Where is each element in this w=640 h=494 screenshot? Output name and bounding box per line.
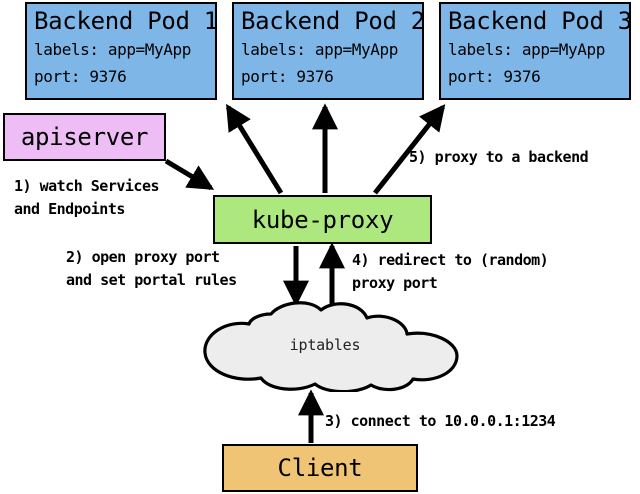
backend-pod-2-port: port: 9376 — [241, 67, 334, 86]
client-label: Client — [277, 454, 363, 482]
backend-pod-2-box: Backend Pod 2 labels: app=MyApp port: 93… — [232, 2, 425, 100]
annotation-2-open-proxy-port: 2) open proxy port and set portal rules — [66, 248, 237, 289]
backend-pod-3-title: Backend Pod 3 — [448, 7, 632, 35]
annotation-4-redirect-to-proxy-port: 4) redirect to (random) proxy port — [352, 251, 549, 292]
cloud-icon — [203, 301, 459, 394]
apiserver-box: apiserver — [3, 113, 166, 161]
apiserver-label: apiserver — [20, 123, 149, 151]
annotation-1-watch-services: 1) watch Services and Endpoints — [14, 177, 160, 218]
iptables-cloud: iptables — [185, 300, 465, 394]
edge-kubeproxy-to-pod-1 — [225, 103, 284, 195]
backend-pod-1-labels: labels: app=MyApp — [34, 40, 191, 59]
backend-pod-3-labels: labels: app=MyApp — [448, 40, 605, 59]
kube-proxy-label: kube-proxy — [251, 205, 394, 234]
client-box: Client — [222, 444, 418, 492]
edge-apiserver-to-kubeproxy — [164, 158, 215, 191]
kube-proxy-box: kube-proxy — [213, 195, 432, 244]
iptables-label: iptables — [289, 336, 361, 354]
annotation-3-connect-to-portal-ip: 3) connect to 10.0.0.1:1234 — [325, 412, 556, 430]
backend-pod-2-title: Backend Pod 2 — [241, 7, 425, 35]
backend-pod-1-box: Backend Pod 1 labels: app=MyApp port: 93… — [25, 2, 218, 100]
annotation-5-proxy-to-backend: 5) proxy to a backend — [409, 148, 589, 166]
backend-pod-1-title: Backend Pod 1 — [34, 7, 218, 35]
backend-pod-2-labels: labels: app=MyApp — [241, 40, 398, 59]
backend-pod-3-box: Backend Pod 3 labels: app=MyApp port: 93… — [439, 2, 632, 100]
backend-pod-3-port: port: 9376 — [448, 67, 541, 86]
backend-pod-1-port: port: 9376 — [34, 67, 127, 86]
